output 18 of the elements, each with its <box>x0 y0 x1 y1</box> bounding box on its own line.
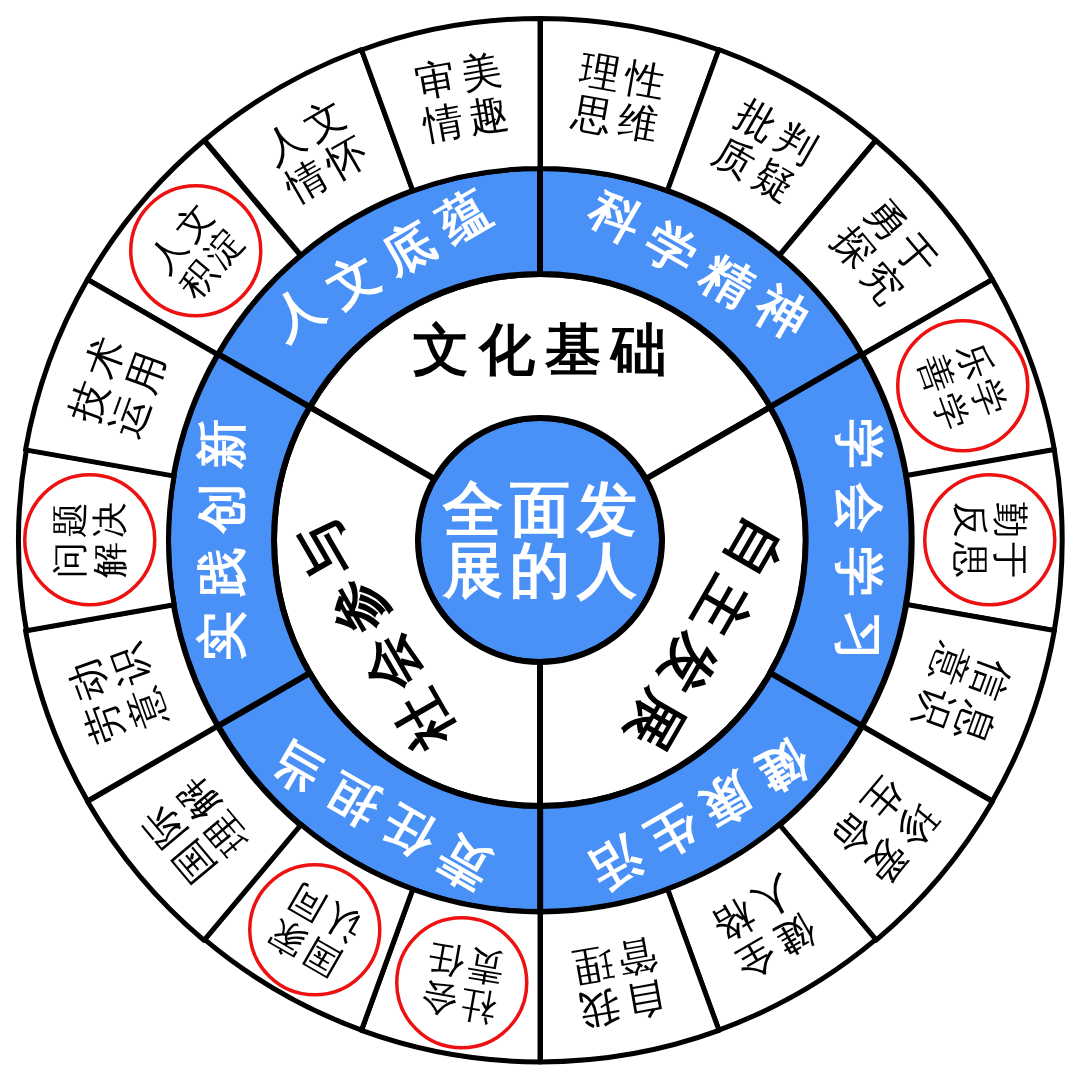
segment-label: 实践创新 <box>194 405 250 663</box>
highlight-label: 乐学善学 <box>911 335 1015 441</box>
segment-label: 文化基础 <box>411 319 678 381</box>
segment-label: 自我管理 <box>561 931 670 1036</box>
segment-label: 劳动意识 <box>58 631 176 752</box>
highlight-label: 人文积淀 <box>138 192 254 308</box>
segment-label: 理性思维 <box>567 44 675 149</box>
segment-label: 国际理解 <box>129 762 259 894</box>
segment-label: 人文情怀 <box>254 87 381 213</box>
center-label: 全面发展的人 <box>441 478 646 602</box>
highlight-label: 勤于反思 <box>950 500 1030 584</box>
segment-label: 信息意识 <box>904 637 1021 756</box>
segment-label: 技术运用 <box>59 324 176 444</box>
segment-label: 审美情趣 <box>410 44 519 149</box>
highlight-label: 问题解决 <box>50 496 130 581</box>
highlight-label: 国家认同 <box>257 873 370 986</box>
segment-label: 学会学习 <box>830 418 886 675</box>
highlight-label: 社会责任 <box>412 936 508 1030</box>
